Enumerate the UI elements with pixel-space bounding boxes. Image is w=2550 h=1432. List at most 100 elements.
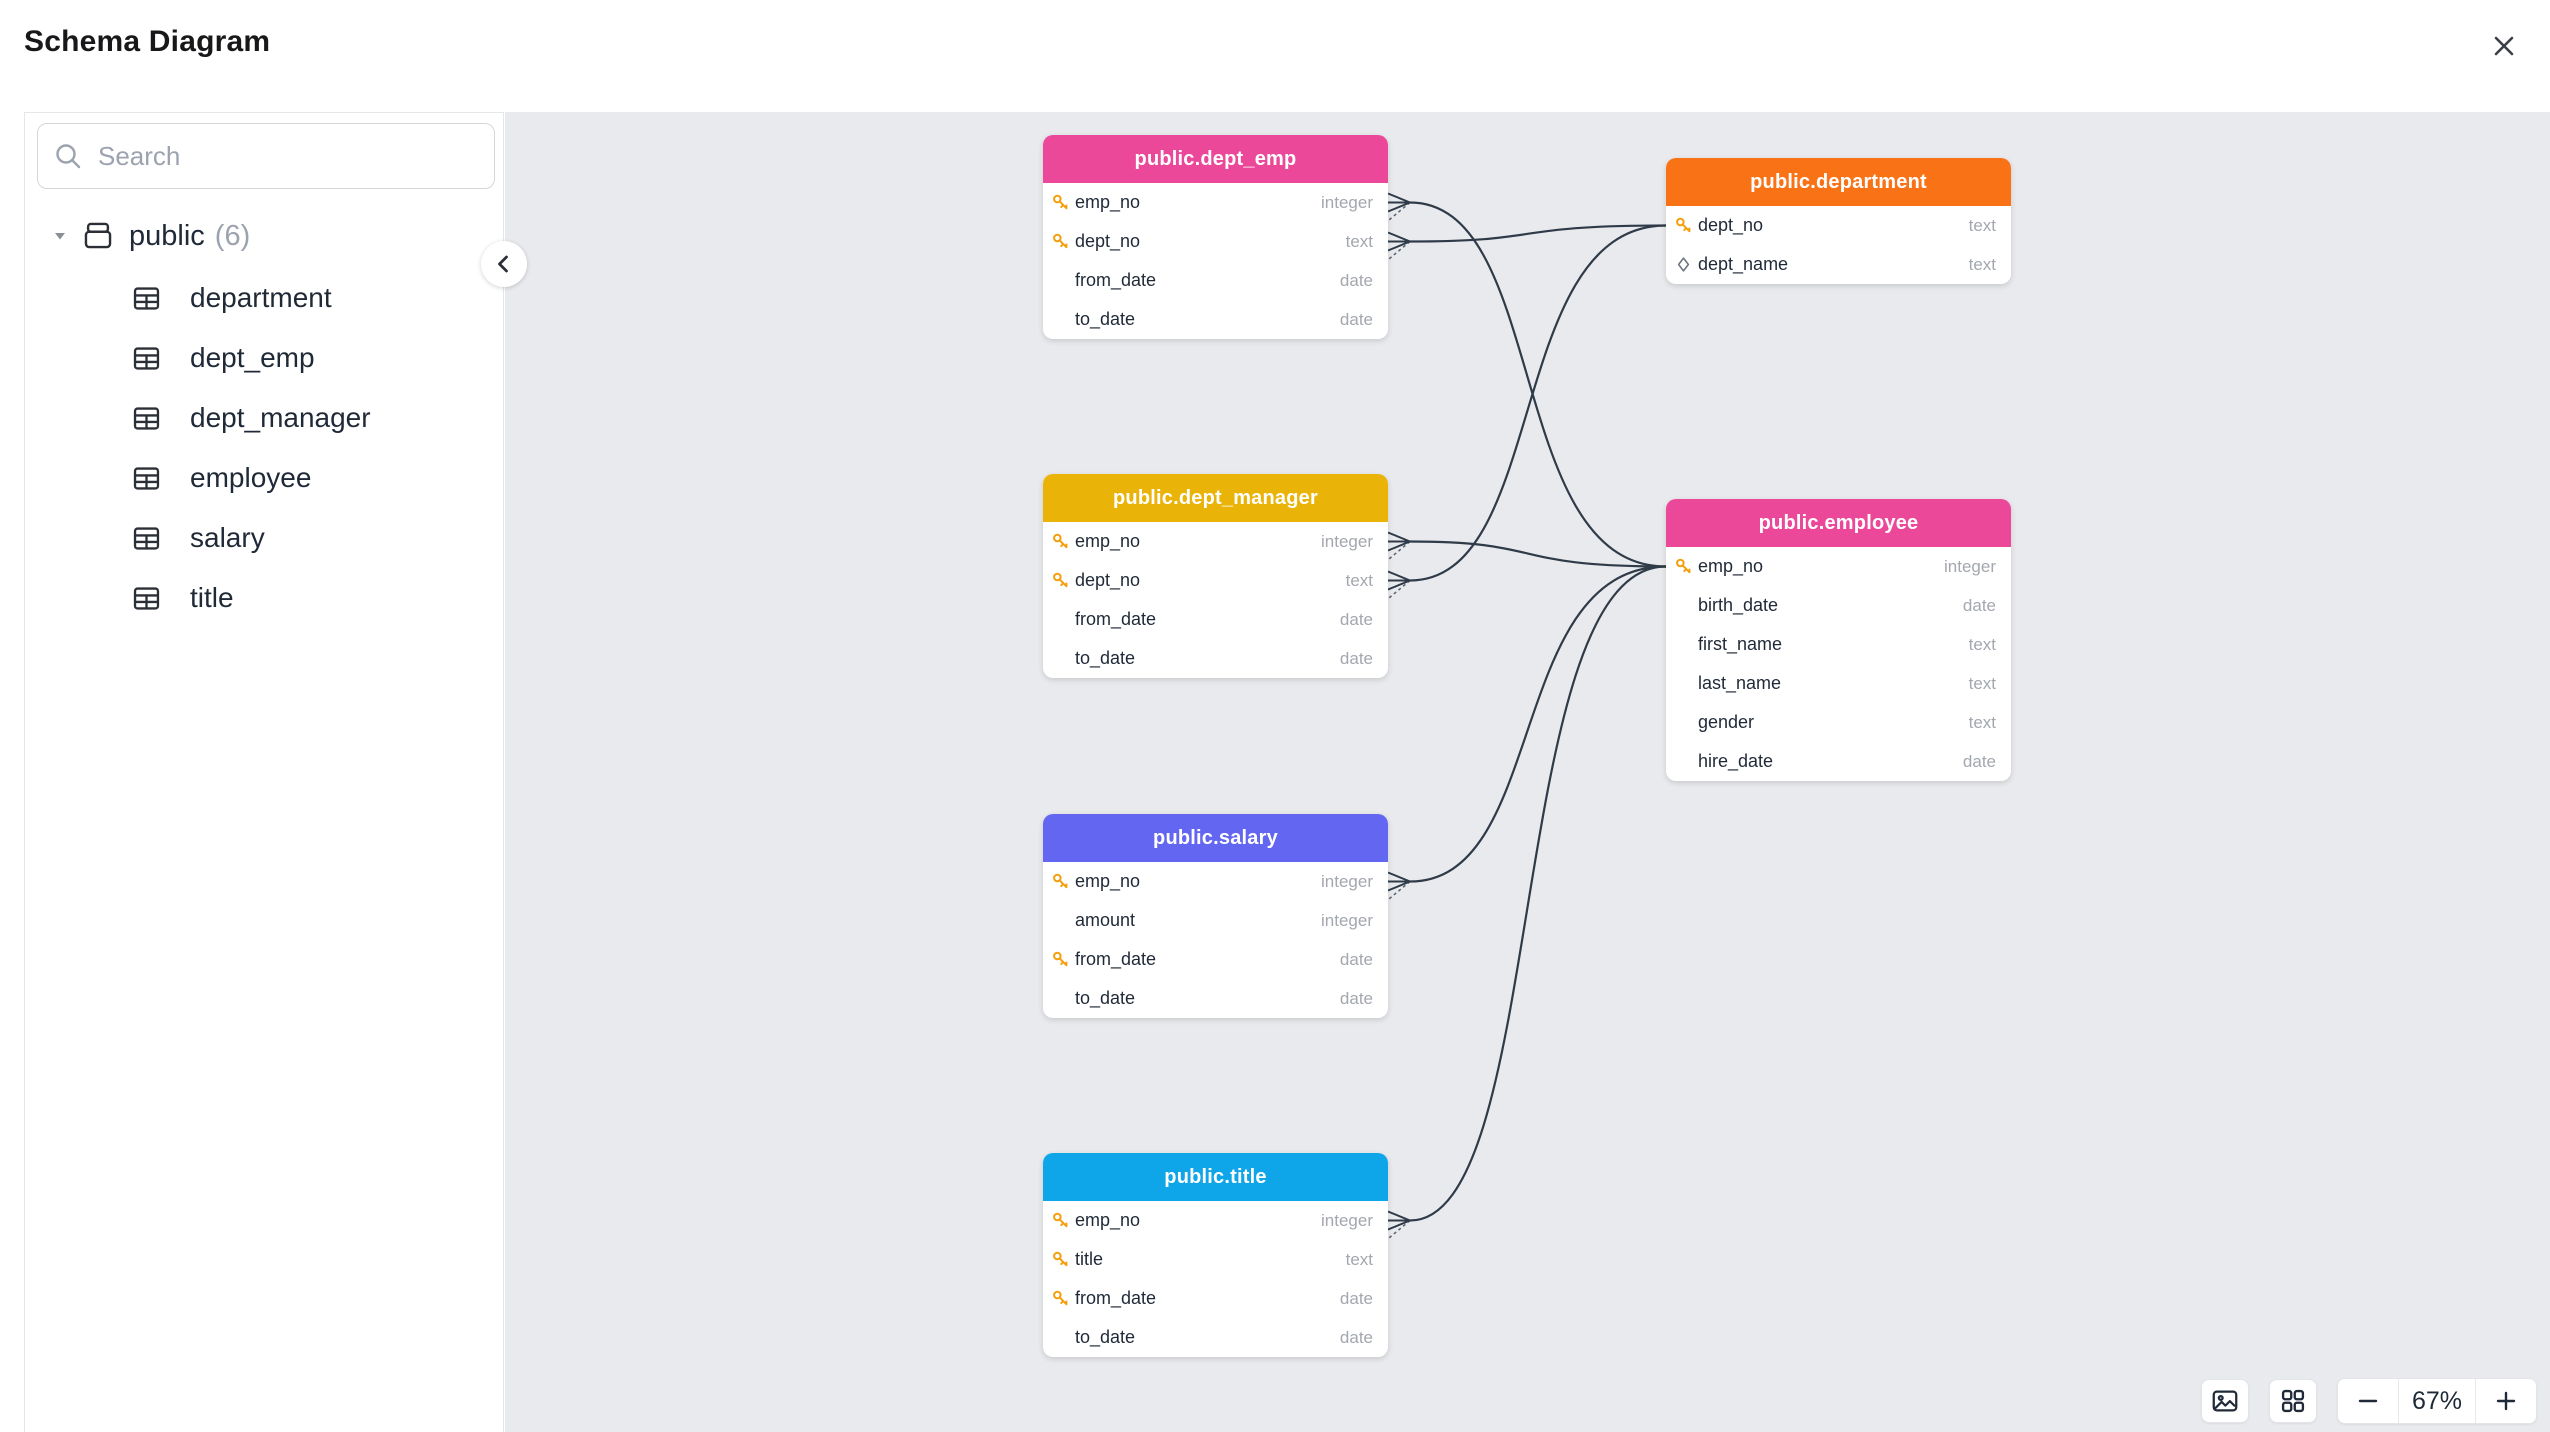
- download-image-button[interactable]: [2201, 1379, 2249, 1423]
- crows-foot-many-icon: [1387, 231, 1411, 252]
- column-type: text: [1345, 570, 1373, 590]
- table-name: dept_manager: [190, 402, 371, 433]
- zoom-out-button[interactable]: [2338, 1379, 2398, 1423]
- column-type: integer: [1321, 531, 1373, 551]
- column-row-to_date[interactable]: to_date date: [1043, 979, 1388, 1018]
- caret-down-icon: [55, 233, 65, 240]
- auto-layout-button[interactable]: [2269, 1379, 2317, 1423]
- column-type: integer: [1321, 192, 1373, 212]
- edge-dept_manager.dept_no-to-department.dept_no[interactable]: [1385, 224, 1668, 602]
- sidebar-item-schema-public[interactable]: public (6): [25, 206, 503, 266]
- column-row-amount[interactable]: amount integer: [1043, 901, 1388, 940]
- primary-key-icon: [1049, 193, 1071, 213]
- column-type: integer: [1321, 910, 1373, 930]
- column-name: dept_no: [1075, 231, 1141, 251]
- no-icon: [1672, 635, 1694, 655]
- sidebar-item-department[interactable]: department: [25, 268, 503, 328]
- table-icon: [131, 403, 176, 434]
- column-type: date: [1339, 609, 1373, 629]
- column-name: last_name: [1698, 673, 1782, 693]
- schema-name: public: [129, 219, 205, 252]
- table-name: salary: [190, 522, 265, 553]
- search-input[interactable]: [37, 123, 495, 189]
- schema-table-count: (6): [214, 219, 251, 252]
- sidebar-item-dept_manager[interactable]: dept_manager: [25, 388, 503, 448]
- column-type: date: [1339, 988, 1373, 1008]
- column-type: integer: [1321, 1210, 1373, 1230]
- optional-dashed-tick: [1385, 1219, 1411, 1242]
- optional-dashed-tick: [1385, 240, 1411, 263]
- table-icon: [131, 583, 176, 614]
- table-icon: [131, 343, 176, 374]
- no-icon: [1049, 989, 1071, 1009]
- no-icon: [1672, 674, 1694, 694]
- primary-key-icon: [1672, 216, 1694, 236]
- column-name: birth_date: [1698, 595, 1779, 615]
- crows-foot-many-icon: [1387, 570, 1411, 591]
- no-icon: [1672, 713, 1694, 733]
- sidebar-item-title[interactable]: title: [25, 568, 503, 628]
- edge-dept_emp.emp_no-to-employee.emp_no[interactable]: [1385, 192, 1668, 568]
- primary-key-icon: [1049, 571, 1071, 591]
- column-name: first_name: [1698, 634, 1783, 654]
- column-name: gender: [1698, 712, 1755, 732]
- table-node-title: public.dept_manager: [1043, 474, 1388, 522]
- sidebar-item-salary[interactable]: salary: [25, 508, 503, 568]
- column-type: integer: [1321, 871, 1373, 891]
- sidebar-item-dept_emp[interactable]: dept_emp: [25, 328, 503, 388]
- edge-dept_emp.dept_no-to-department.dept_no[interactable]: [1385, 224, 1668, 263]
- column-type: date: [1339, 1327, 1373, 1347]
- close-button[interactable]: [2486, 28, 2522, 64]
- edge-salary.emp_no-to-employee.emp_no[interactable]: [1385, 565, 1668, 903]
- sidebar-item-employee[interactable]: employee: [25, 448, 503, 508]
- column-name: to_date: [1075, 988, 1136, 1008]
- table-node-title: public.department: [1666, 158, 2011, 206]
- sidebar-collapse-button[interactable]: [481, 241, 527, 287]
- zoom-in-button[interactable]: [2476, 1379, 2536, 1423]
- column-name: amount: [1075, 910, 1136, 930]
- column-name: from_date: [1075, 1288, 1157, 1308]
- edge-title.emp_no-to-employee.emp_no[interactable]: [1385, 565, 1668, 1242]
- column-name: dept_name: [1698, 254, 1789, 274]
- primary-key-icon: [1049, 950, 1071, 970]
- no-icon: [1049, 1328, 1071, 1348]
- column-row-dept_no[interactable]: dept_no text: [1043, 561, 1388, 600]
- primary-key-icon: [1049, 872, 1071, 892]
- column-name: emp_no: [1698, 556, 1764, 576]
- no-icon: [1672, 752, 1694, 772]
- search-icon: [56, 144, 81, 169]
- minus-icon: [2358, 1399, 2378, 1403]
- column-name: dept_no: [1075, 570, 1141, 590]
- edge-dept_manager.emp_no-to-employee.emp_no[interactable]: [1385, 531, 1668, 568]
